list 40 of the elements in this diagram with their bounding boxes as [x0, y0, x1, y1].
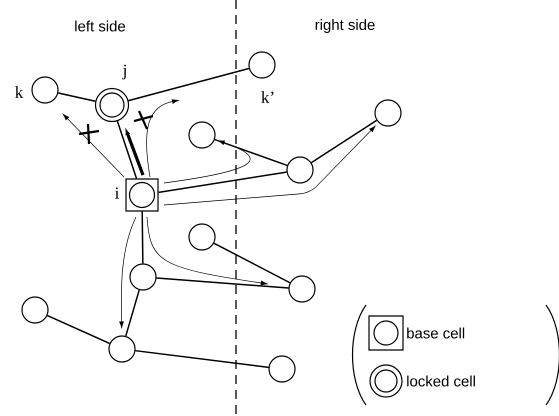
cell-circle — [248, 51, 276, 79]
connector-line — [156, 277, 288, 289]
cell-circle — [129, 263, 157, 291]
arrow — [62, 114, 124, 178]
connector-line — [128, 68, 250, 102]
arrow — [119, 216, 136, 328]
node-label: k’ — [261, 91, 274, 103]
side-label: right side — [316, 19, 375, 33]
arrow — [164, 140, 250, 184]
cell-circle — [188, 223, 216, 251]
connector-line — [47, 314, 110, 344]
cell-circle — [374, 99, 402, 127]
connector-line — [141, 212, 144, 264]
cell-circle — [288, 275, 316, 303]
node-label: i — [115, 187, 120, 199]
connector-line — [125, 290, 140, 336]
arrow — [164, 126, 376, 206]
connector-line — [214, 138, 288, 166]
node-label: j — [122, 64, 126, 80]
base-cell — [125, 178, 159, 212]
connector-line — [214, 242, 290, 284]
arrow — [132, 99, 179, 178]
cell-circle — [31, 76, 59, 104]
connector-line — [135, 350, 269, 368]
cell-circle — [21, 296, 49, 324]
legend-label: locked cell — [407, 376, 475, 386]
side-label: left side — [75, 20, 126, 32]
cell-circle — [188, 121, 216, 149]
connector-line — [311, 120, 377, 164]
locked-cell — [94, 88, 130, 122]
connector-line — [58, 92, 96, 102]
cell-circle — [108, 335, 136, 363]
connector-line — [116, 120, 138, 179]
connector-line — [158, 171, 287, 194]
legend-label: base cell — [407, 328, 464, 338]
cell-circle — [286, 156, 314, 184]
arrow — [146, 216, 268, 286]
node-label: k — [15, 86, 24, 98]
arrow — [126, 130, 144, 176]
cell-circle — [268, 355, 296, 383]
